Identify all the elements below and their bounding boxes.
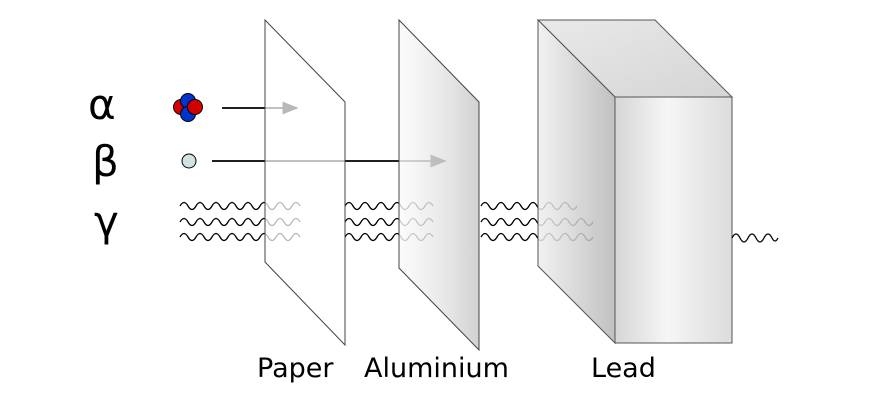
beta-symbol: β bbox=[92, 137, 119, 186]
paper-sheet bbox=[264, 18, 346, 347]
gamma-wave-transmitted bbox=[731, 233, 779, 243]
aluminium-sheet bbox=[398, 18, 480, 352]
gamma-waves bbox=[179, 201, 594, 242]
alpha-symbol: α bbox=[88, 80, 116, 129]
beta-particle-icon bbox=[181, 153, 197, 169]
paper-label: Paper bbox=[257, 353, 334, 384]
alpha-particle-icon bbox=[173, 93, 203, 122]
gamma-symbol: γ bbox=[94, 197, 119, 246]
aluminium-label: Aluminium bbox=[364, 353, 509, 384]
lead-label: Lead bbox=[591, 353, 656, 384]
lead-block bbox=[536, 18, 734, 345]
